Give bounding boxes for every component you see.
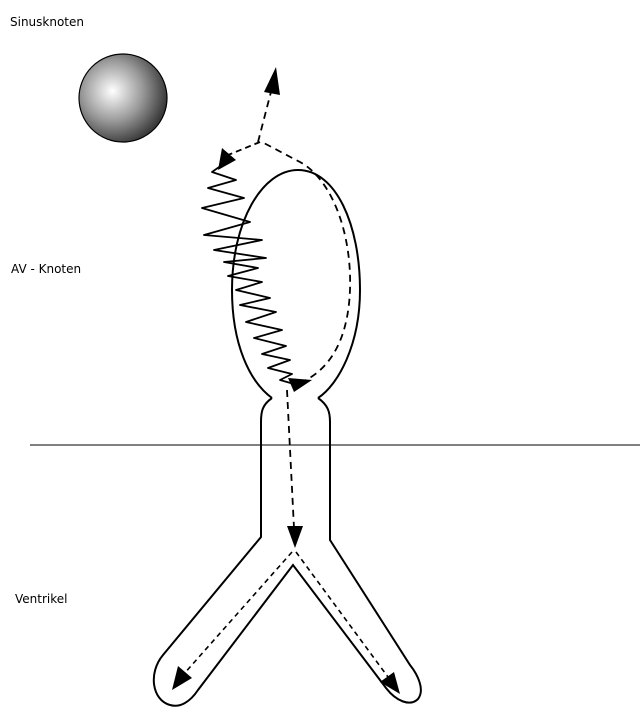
av-node-loop xyxy=(232,170,360,398)
reentry-start-arrowhead-icon xyxy=(288,378,312,392)
stem-conduction-arrowhead-icon xyxy=(287,526,303,548)
stem-conduction-arrow-shaft xyxy=(287,390,294,528)
av-node-label: AV - Knoten xyxy=(11,262,81,276)
sinus-node-sphere xyxy=(79,54,167,142)
ventricle-label: Ventrikel xyxy=(15,592,67,606)
antegrade-entry-arrow-shaft xyxy=(228,142,260,155)
retrograde-arrow-shaft xyxy=(258,88,272,142)
left-branch-arrow-shaft xyxy=(183,552,292,675)
right-branch-arrow-shaft xyxy=(296,552,388,677)
bundle-branches-outline xyxy=(154,398,421,706)
sinus-node-label: Sinusknoten xyxy=(10,15,84,29)
right-branch-arrowhead-icon xyxy=(380,672,400,694)
retrograde-arrowhead-icon xyxy=(264,67,280,95)
antegrade-entry-arrowhead-icon xyxy=(218,148,236,170)
slow-pathway-zigzag xyxy=(202,158,294,384)
left-branch-arrowhead-icon xyxy=(172,666,192,690)
